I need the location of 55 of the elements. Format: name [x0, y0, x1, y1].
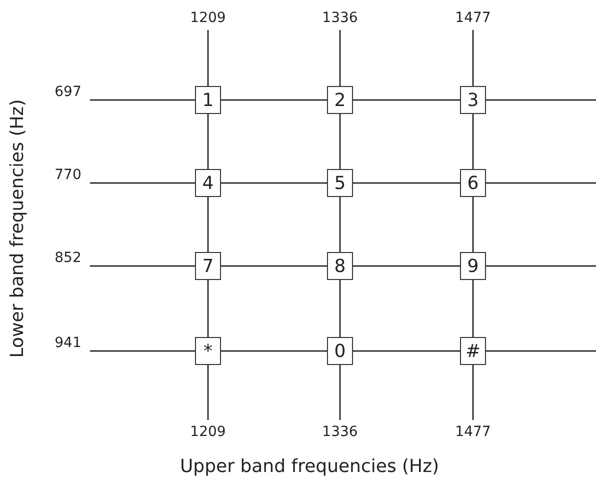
connector-line [207, 280, 209, 337]
frequency-label: 1336 [318, 8, 362, 28]
frequency-label: 1477 [451, 422, 495, 442]
connector-line [472, 30, 474, 86]
keypad-key: 4 [195, 169, 221, 197]
connector-line [353, 99, 460, 101]
connector-line [339, 197, 341, 252]
connector-line [353, 350, 460, 352]
keypad-key: 7 [195, 252, 221, 280]
frequency-label: 697 [46, 82, 90, 102]
keypad-key: 8 [327, 252, 353, 280]
connector-line [207, 365, 209, 420]
connector-line [90, 265, 195, 267]
connector-line [339, 280, 341, 337]
connector-line [339, 114, 341, 169]
keypad-key: 9 [460, 252, 486, 280]
connector-line [472, 114, 474, 169]
keypad-key: 3 [460, 86, 486, 114]
axis-title: Lower band frequencies (Hz) [6, 99, 28, 358]
connector-line [339, 30, 341, 86]
connector-line [221, 182, 327, 184]
axis-title: Upper band frequencies (Hz) [180, 456, 440, 477]
frequency-label: 1209 [186, 422, 230, 442]
connector-line [221, 265, 327, 267]
frequency-label: 852 [46, 248, 90, 268]
connector-line [353, 265, 460, 267]
frequency-label: 1209 [186, 8, 230, 28]
keypad-key: 2 [327, 86, 353, 114]
connector-line [486, 182, 596, 184]
frequency-label: 1336 [318, 422, 362, 442]
connector-line [90, 99, 195, 101]
keypad-key: * [195, 337, 221, 365]
connector-line [472, 365, 474, 420]
frequency-label: 1477 [451, 8, 495, 28]
connector-line [207, 30, 209, 86]
keypad-key: 1 [195, 86, 221, 114]
connector-line [90, 350, 195, 352]
keypad-key: 5 [327, 169, 353, 197]
connector-line [472, 197, 474, 252]
connector-line [221, 350, 327, 352]
connector-line [339, 365, 341, 420]
connector-line [207, 114, 209, 169]
keypad-key: 0 [327, 337, 353, 365]
connector-line [90, 182, 195, 184]
keypad-key: 6 [460, 169, 486, 197]
connector-line [486, 265, 596, 267]
connector-line [207, 197, 209, 252]
frequency-label: 770 [46, 165, 90, 185]
connector-line [486, 350, 596, 352]
connector-line [472, 280, 474, 337]
frequency-label: 941 [46, 333, 90, 353]
connector-line [353, 182, 460, 184]
connector-line [486, 99, 596, 101]
keypad-key: # [460, 337, 486, 365]
connector-line [221, 99, 327, 101]
